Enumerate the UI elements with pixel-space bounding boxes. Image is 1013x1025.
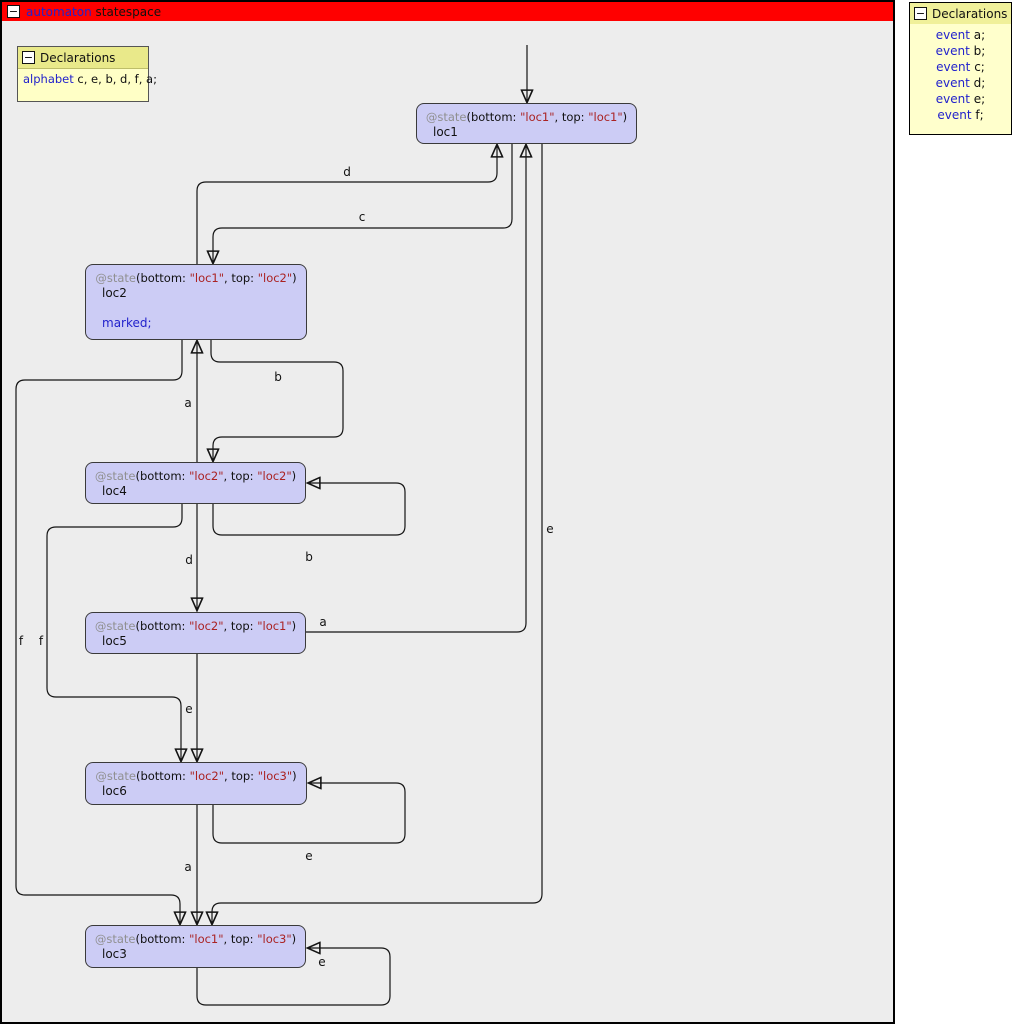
event-declaration: event a;: [935, 28, 986, 42]
event-declaration: event c;: [936, 60, 985, 74]
window-title-keyword: automaton: [26, 4, 92, 19]
alphabet-declaration: alphabet c, e, b, d, f, a;: [18, 69, 157, 86]
state-loc5-name: loc5: [102, 634, 127, 648]
state-loc6: @state(bottom: "loc2", top: "loc3") loc6: [85, 762, 307, 805]
state-loc4-name: loc4: [102, 484, 127, 498]
event-declaration: event b;: [935, 44, 986, 58]
event-declaration: event d;: [935, 76, 986, 90]
state-loc1: @state(bottom: "loc1", top: "loc1") loc1: [416, 103, 637, 144]
state-loc6-annotation: @state(bottom: "loc2", top: "loc3"): [95, 769, 297, 783]
state-loc5: @state(bottom: "loc2", top: "loc1") loc5: [85, 612, 306, 654]
window-title: automaton statespace: [26, 5, 161, 19]
state-loc1-name: loc1: [433, 125, 458, 139]
state-loc3-annotation: @state(bottom: "loc1", top: "loc3"): [94, 932, 297, 946]
state-loc2-marked: marked;: [102, 316, 152, 330]
alphabet-value: c, e, b, d, f, a;: [77, 72, 157, 86]
declarations-panel: − Declarations event a; event b; event c…: [909, 2, 1012, 135]
alphabet-declarations-title: Declarations: [40, 50, 116, 65]
state-loc1-annotation: @state(bottom: "loc1", top: "loc1"): [425, 110, 628, 124]
state-loc2-spacer: [86, 301, 306, 316]
state-loc3: @state(bottom: "loc1", top: "loc3") loc3: [85, 925, 306, 968]
state-loc4-annotation: @state(bottom: "loc2", top: "loc2"): [94, 469, 297, 483]
alphabet-declarations-box: − Declarations alphabet c, e, b, d, f, a…: [17, 46, 157, 102]
state-loc2-name: loc2: [102, 286, 127, 300]
window-titlebar: − automaton statespace: [2, 2, 893, 21]
alphabet-keyword: alphabet: [23, 72, 74, 86]
state-loc6-name: loc6: [102, 784, 127, 798]
state-loc2-annotation: @state(bottom: "loc1", top: "loc2"): [95, 271, 297, 285]
event-declaration: event f;: [937, 108, 984, 122]
state-loc2: @state(bottom: "loc1", top: "loc2") loc2…: [85, 264, 307, 340]
state-loc4: @state(bottom: "loc2", top: "loc2") loc4: [85, 462, 306, 504]
declarations-panel-body: event a; event b; event c; event d; even…: [910, 24, 1011, 123]
state-loc3-name: loc3: [102, 947, 127, 961]
state-loc5-annotation: @state(bottom: "loc2", top: "loc1"): [94, 619, 297, 633]
event-declaration: event e;: [935, 92, 986, 106]
declarations-panel-title: Declarations: [932, 6, 1008, 21]
collapse-declarations-icon[interactable]: −: [914, 7, 927, 20]
collapse-window-icon[interactable]: −: [7, 5, 20, 18]
statespace-window: [0, 0, 895, 1024]
window-title-name: statespace: [95, 4, 162, 19]
declarations-panel-header: − Declarations: [910, 3, 1011, 24]
alphabet-declarations-header: − Declarations: [18, 47, 148, 69]
collapse-alphabet-icon[interactable]: −: [22, 51, 35, 64]
